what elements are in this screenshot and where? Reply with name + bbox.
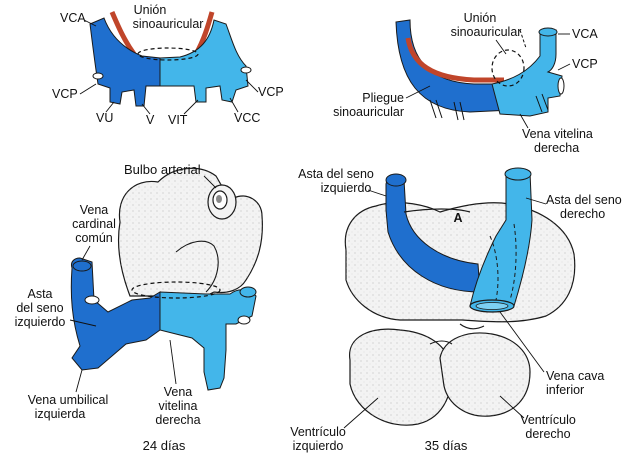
panel-c-cardinal-label-1: Vena <box>80 203 109 217</box>
panel-a-vcp-right-label: VCP <box>258 85 284 99</box>
panel-d-asta-der-label-1: Asta del seno <box>546 193 622 207</box>
panel-c-bulbo-label: Bulbo arterial <box>124 162 201 177</box>
panel-b-vca-label: VCA <box>572 27 598 41</box>
panel-c-umbilical-label-1: Vena umbilical <box>28 393 109 407</box>
panel-d-heart-35-days: Asta del seno izquierdo A Asta del seno … <box>290 167 622 453</box>
panel-d-vent-der-label-2: derecho <box>525 427 570 441</box>
panel-c-asta-label-1: Asta <box>27 287 52 301</box>
panel-b-pliegue-label-1: Pliegue <box>362 91 404 105</box>
panel-c-asta-label-2: del seno <box>16 301 63 315</box>
panel-a-union-label-1: Unión <box>134 3 167 17</box>
panel-c-asta-label-3: izquierdo <box>15 315 66 329</box>
panel-b-union-ellipse <box>491 49 525 87</box>
panel-c-vitelina-label-1: Vena <box>164 385 193 399</box>
panel-c-cardinal-label-3: común <box>75 231 113 245</box>
panel-b-red-band <box>405 37 504 83</box>
panel-d-asta-izq-label-1: Asta del seno <box>298 167 374 181</box>
panel-b-union-label-2: sinoauricular <box>451 25 522 39</box>
panel-c-vitelina-label-2: vitelina <box>159 399 198 413</box>
panel-d-vena-cava-label-2: inferior <box>546 383 584 397</box>
panel-a-sinus-venosus: VCA Unión sinoauricular VCP VU V VIT VCC… <box>52 3 284 127</box>
panel-d-vena-cava-label-1: Vena cava <box>546 369 604 383</box>
panel-a-v-label: V <box>146 113 155 127</box>
panel-b-vena-label-2: derecha <box>534 141 579 155</box>
panel-d-asta-der-label-2: derecho <box>560 207 605 221</box>
panel-d-age-label: 35 días <box>425 438 468 453</box>
panel-b-sinus-lateral: Unión sinoauricular VCA VCP Pliegue sino… <box>333 11 598 155</box>
panel-b-right-horn <box>491 29 563 117</box>
panel-d-asta-izq-label-2: izquierdo <box>321 181 372 195</box>
panel-a-vu-label: VU <box>96 111 113 125</box>
panel-a-union-label-2: sinoauricular <box>133 17 204 31</box>
panel-c-age-label: 24 días <box>143 438 186 453</box>
panel-a-vit-label: VIT <box>168 113 188 127</box>
panel-c-sinus-right <box>159 289 257 391</box>
panel-b-pliegue-label-2: sinoauricular <box>333 105 404 119</box>
panel-b-vcp-label: VCP <box>572 57 598 71</box>
panel-a-left-horn <box>89 17 161 107</box>
panel-a-vcc-label: VCC <box>234 111 260 125</box>
panel-a-vcp-left-label: VCP <box>52 87 78 101</box>
panel-c-vitelina-label-3: derecha <box>155 413 200 427</box>
panel-b-vena-label-1: Vena vitelina <box>522 127 593 141</box>
panel-c-sinus-left <box>70 257 161 371</box>
panel-a-union-ellipse <box>137 47 199 61</box>
panel-c-cardinal-label-2: cardinal <box>72 217 116 231</box>
panel-a-vca-label: VCA <box>60 11 86 25</box>
panel-d-vent-izq-label-1: Ventrículo <box>290 425 346 439</box>
panel-c-heart-24-days: Bulbo arterial Vena cardinal común Asta … <box>15 162 263 453</box>
panel-a-right-horn <box>159 19 249 103</box>
panel-d-vent-izq-label-2: izquierdo <box>293 439 344 453</box>
panel-c-umbilical-label-2: izquierda <box>35 407 86 421</box>
panel-d-vent-der-label-1: Ventrículo <box>520 413 576 427</box>
panel-b-union-label-1: Unión <box>464 11 497 25</box>
panel-d-a-label: A <box>453 211 462 225</box>
